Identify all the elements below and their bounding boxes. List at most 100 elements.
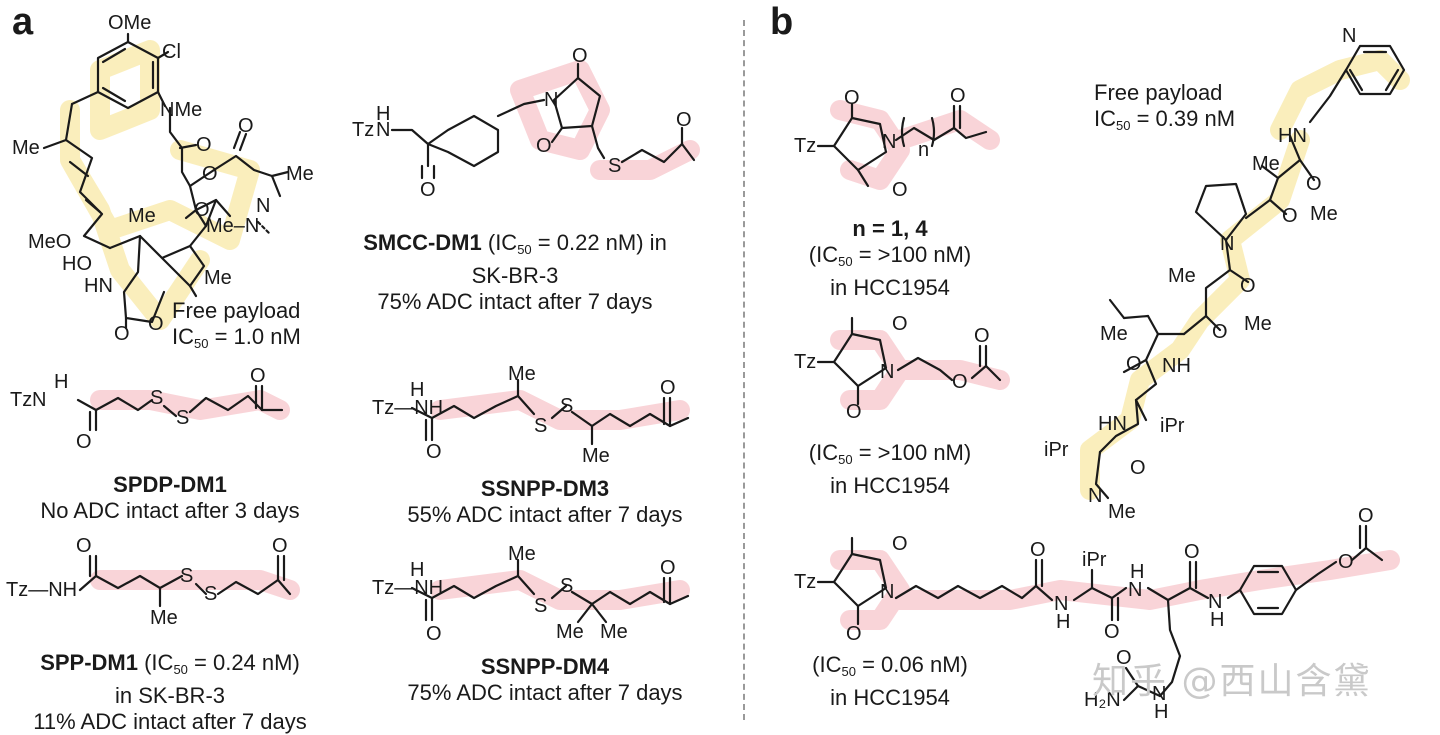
vc-pabc-caption: (IC50 = 0.06 nM) in HCC1954 [780,652,1000,711]
vc-pabc-cells: in HCC1954 [830,685,950,710]
spp-structure: Tz—NH O Me S S O [6,535,300,629]
me-label: Me [150,607,178,629]
me-label: Me [508,363,536,385]
o-label: O [76,535,92,557]
hn-label: HN [1278,125,1307,147]
n-label: N [256,195,270,217]
maleimide-ester-ic50: (IC50 = >100 nM) [808,440,972,467]
me-n-label: Me–N [206,215,259,237]
o-label: O [844,87,860,109]
me-label: Me [1100,323,1128,345]
n-label: N [1152,683,1166,705]
n-label: N [544,89,558,111]
smcc-line1: SMCC-DM1 (IC50 = 0.22 nM) in [363,230,667,257]
tz-label: Tz [794,571,816,593]
maleimide-alkyl-structure: Tz O N O n O [794,85,1000,201]
spp-line2: in SK-BR-3 [114,683,226,708]
spp-line1: SPP-DM1 (IC50 = 0.24 nM) [40,650,300,677]
mmae-payload-caption: Free payload IC50 = 0.39 nM [1094,80,1235,139]
o-label: O [892,533,908,555]
o-label: O [426,441,442,463]
ssnpp3-line2: 55% ADC intact after 7 days [407,502,683,527]
ssnpp4-line2: 75% ADC intact after 7 days [407,680,683,705]
me-label: Me [204,267,232,289]
s-label: S [560,395,573,417]
o-label: O [250,365,266,387]
me-label: Me [1244,313,1272,335]
smcc-line2: SK-BR-3 [471,263,559,288]
o-label: O [660,377,676,399]
mmae-structure: N HN Me O O Me N O Me O Me Me NH O HN iP… [1044,25,1410,523]
spdp-structure: Tz N H O S S O [10,365,290,453]
maleimide-alkyl-cells: in HCC1954 [830,275,950,300]
s-label: S [176,407,189,429]
mmae-payload-title: Free payload [1094,80,1223,105]
n-label: N [1128,579,1142,601]
n-label: N [880,581,894,603]
o-label: O [892,179,908,201]
me-label: Me [1310,203,1338,225]
o-label: O [1116,647,1132,669]
meo-label: MeO [28,231,71,253]
o-label: O [536,135,552,157]
o-label: O [1282,205,1298,227]
maleimide-ester-structure: Tz O N O O O [794,313,1010,423]
ssnpp3-caption: SSNPP-DM3 55% ADC intact after 7 days [385,476,705,528]
s-label: S [534,595,547,617]
tz-label: Tz [352,119,374,141]
watermark: 知乎 @西山含黛 [1092,661,1372,702]
o-label: O [1126,353,1142,375]
s-label: S [150,387,163,409]
spdp-line2: No ADC intact after 3 days [40,498,300,523]
tz-label: Tz—NH [372,577,443,599]
o-label: O [1338,551,1354,573]
h-label: H [54,371,68,393]
o-label: O [194,199,210,221]
n-label: N [376,119,390,141]
dm1-payload-caption: Free payload IC50 = 1.0 nM [172,298,301,357]
ipr-label: iPr [1160,415,1185,437]
n-label: N [1088,485,1102,507]
h2n-label: H₂N [1084,689,1121,711]
n-label: N [882,131,896,153]
o-label: O [148,313,164,335]
o-label: O [950,85,966,107]
me-label: Me [1252,153,1280,175]
o-label: O [238,115,254,137]
o-label: O [420,179,436,201]
ho-label: HO [62,253,92,275]
ssnpp4-structure: Tz—NH H O Me S S Me Me O [372,543,690,645]
o-label: O [1240,275,1256,297]
h-label: H [410,559,424,581]
o-label: O [846,401,862,423]
cl-label: Cl [162,41,181,63]
tz-label: Tz [794,351,816,373]
o-label: O [1030,539,1046,561]
h-label: H [1154,701,1168,723]
o-label: O [426,623,442,645]
hn-label: HN [84,275,113,297]
o-label: O [1184,541,1200,563]
maleimide-ester-cells: in HCC1954 [830,473,950,498]
s-label: S [180,565,193,587]
dm1-payload-title: Free payload [172,298,301,323]
panel-label-a: a [12,1,34,43]
tz-nh-label: Tz—NH [6,579,77,601]
h-label: H [410,379,424,401]
o-label: O [196,134,212,156]
me-label: Me [12,137,40,159]
hn-label: HN [1098,413,1127,435]
maleimide-ester-caption: (IC50 = >100 nM) in HCC1954 [780,440,1000,499]
panel-label-b: b [770,1,794,43]
s-label: S [608,155,621,177]
smcc-structure: Tz H N O N O O S O [352,45,700,201]
ipr-label: iPr [1044,439,1069,461]
o-label: O [1306,173,1322,195]
o-label: O [952,371,968,393]
n-label: N [880,361,894,383]
n-label: N [1342,25,1356,47]
ssnpp3-structure: Tz—NH H O Me S S Me O [372,363,690,467]
n-label: N [32,389,46,411]
maleimide-alkyl-name: n = 1, 4 [852,216,928,241]
tz-label: Tz—NH [372,397,443,419]
